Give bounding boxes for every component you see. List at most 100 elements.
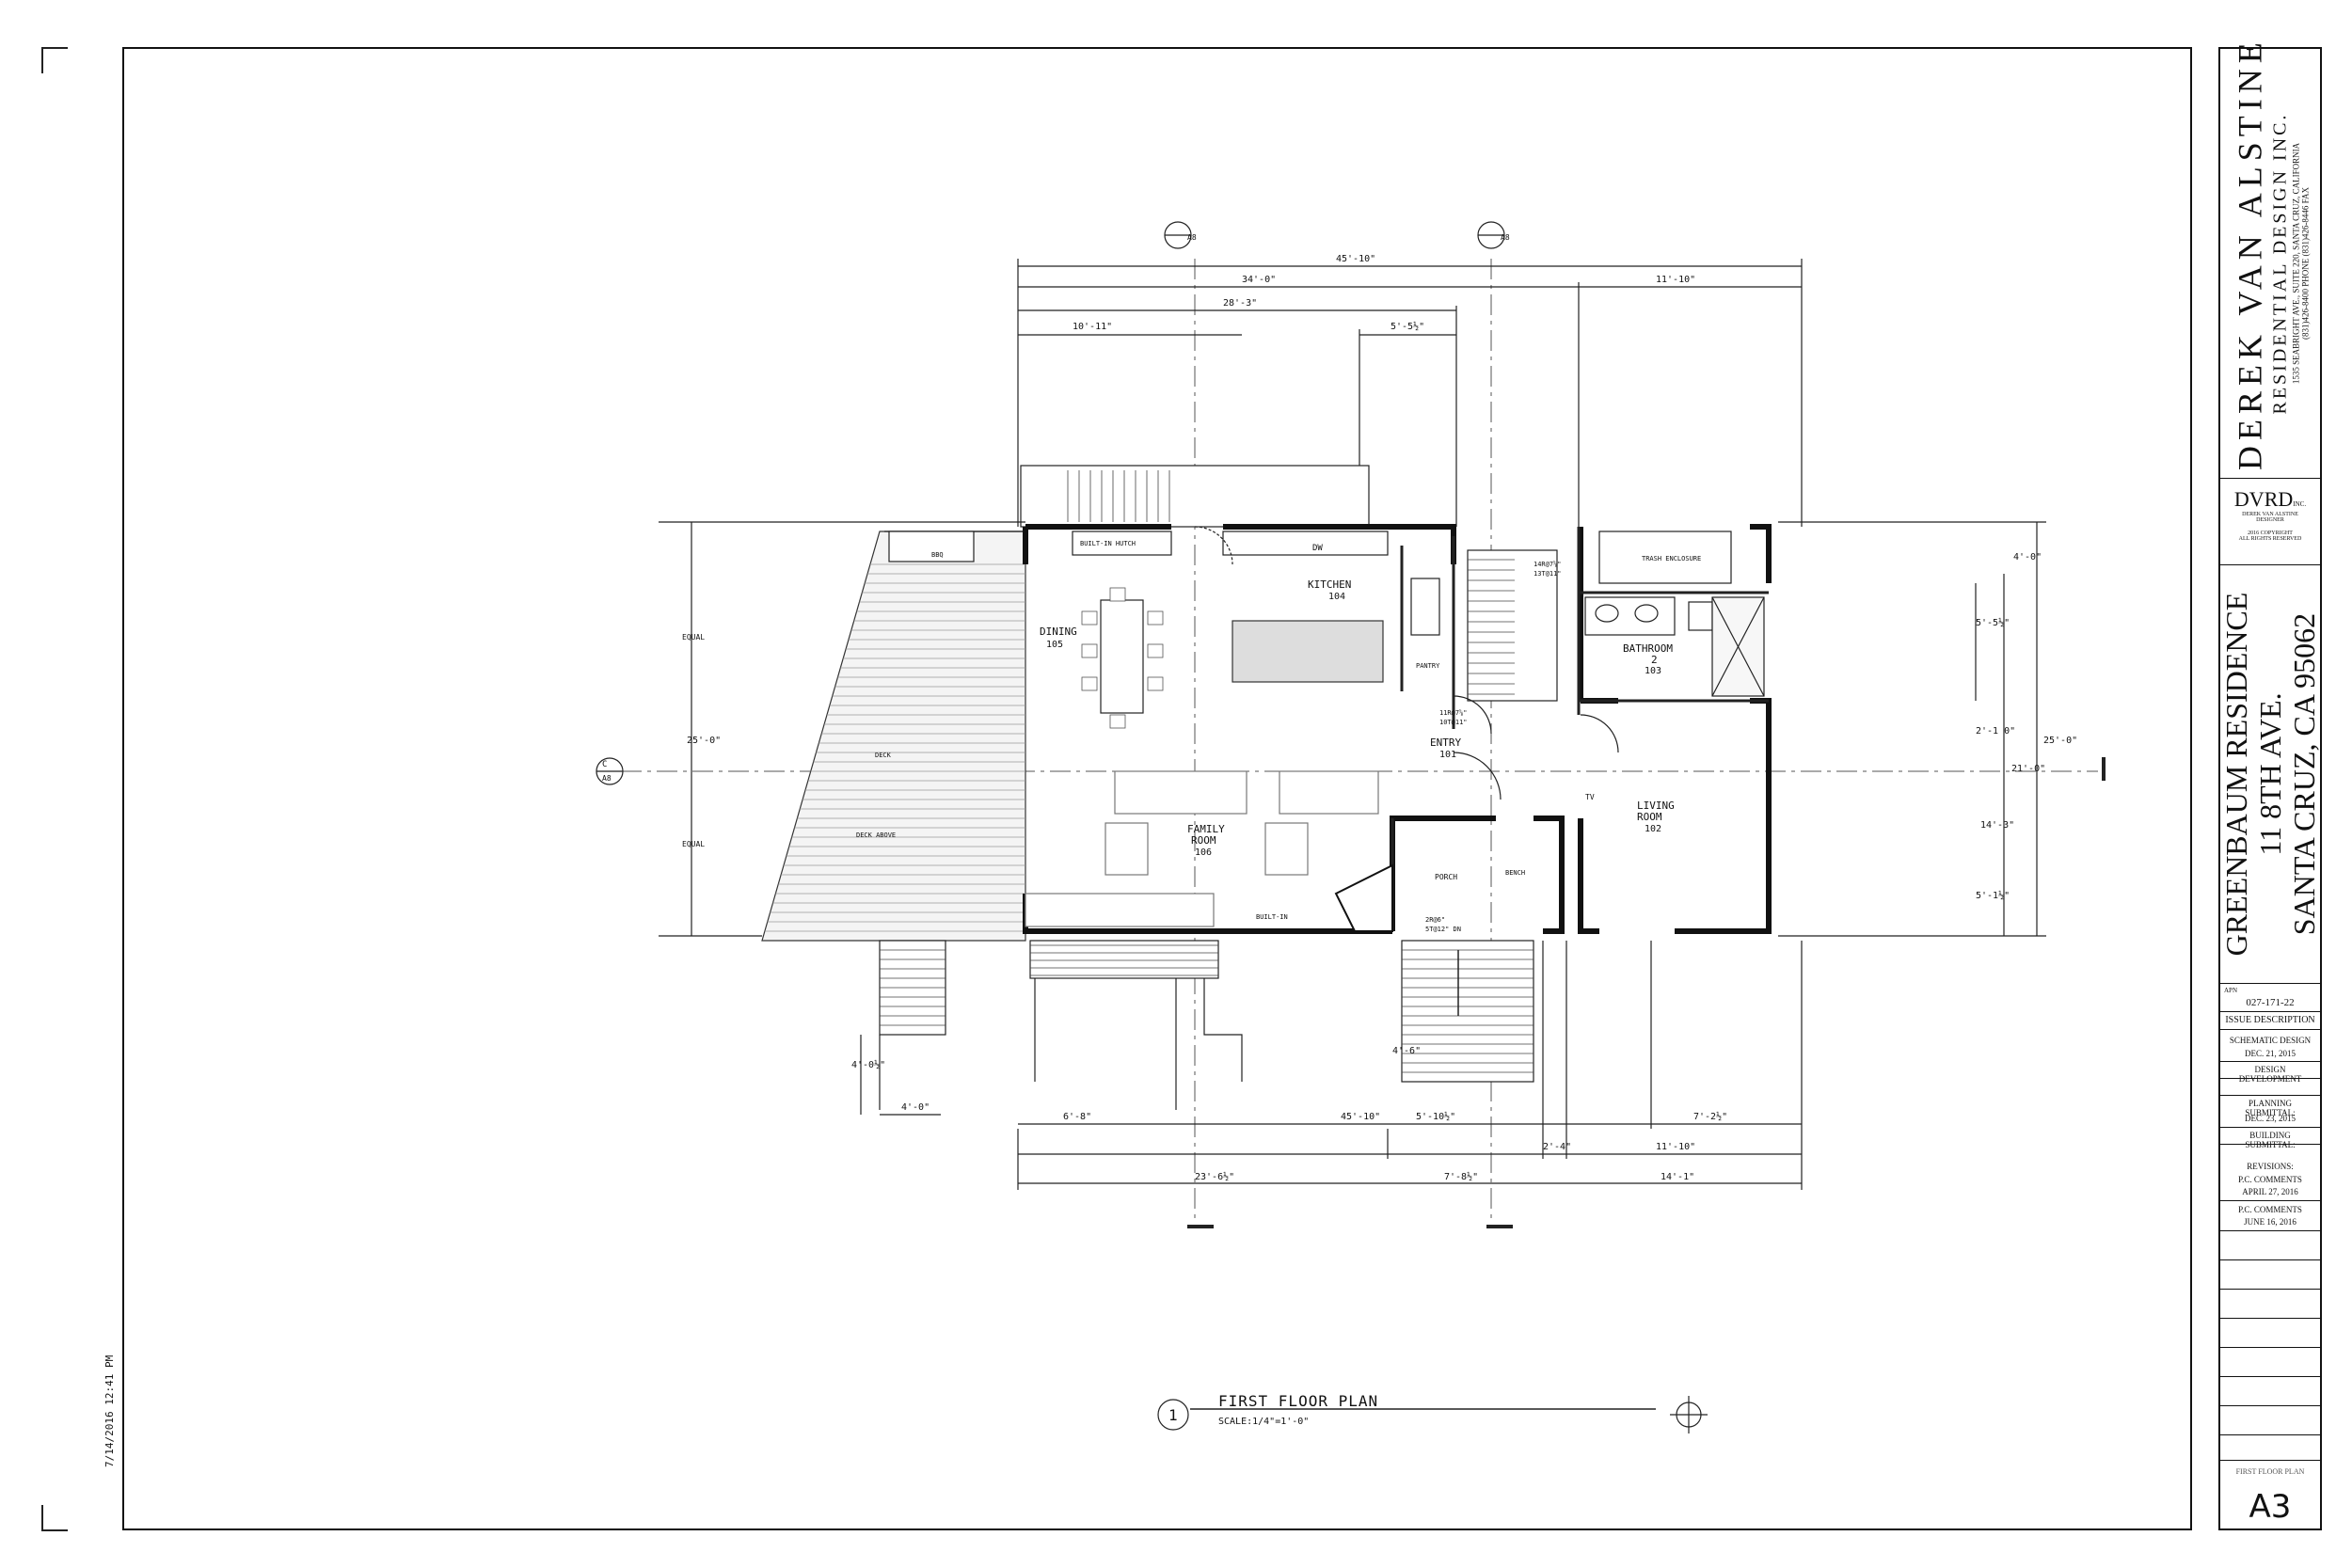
divider xyxy=(2220,1144,2320,1145)
room-entry-num: 101 xyxy=(1439,750,1456,760)
divider xyxy=(2220,1405,2320,1406)
dim-top-11-10: 11'-10" xyxy=(1656,275,1695,285)
drawing-scale: SCALE:1/4"=1'-0" xyxy=(1218,1417,1309,1427)
label-pantry: PANTRY xyxy=(1416,662,1440,670)
revision-1-date: APRIL 27, 2016 xyxy=(2242,1187,2298,1196)
crop-mark-bottom-left xyxy=(41,1505,68,1531)
floor-plan-drawing: A8 A8 C A8 45'-10" 34'-0" 11'-10" 28'-3"… xyxy=(596,221,2106,1433)
divider xyxy=(2220,1259,2320,1260)
dim-left-25: 25'-0" xyxy=(687,736,721,746)
label-stair-2b: 10T@11" xyxy=(1439,719,1468,726)
drawing-title: FIRST FLOOR PLAN xyxy=(1218,1392,1378,1410)
firm-phone: (831)426-8400 PHONE (831)426-8446 FAX xyxy=(2300,186,2311,341)
firm-address: 1535 SEABRIGHT AVE., SUITE 220, SANTA CR… xyxy=(2291,142,2301,385)
divider xyxy=(2220,1318,2320,1319)
apn-label: APN xyxy=(2224,987,2238,994)
label-stair-1b: 13T@11" xyxy=(1534,570,1562,578)
divider xyxy=(2220,1095,2320,1096)
label-stair-1: 14R@7⅝" xyxy=(1534,561,1562,568)
logo-role: DESIGNER xyxy=(2256,517,2284,523)
drawing-number-circle xyxy=(1157,1399,1189,1431)
label-equal-top: EQUAL xyxy=(682,633,705,641)
divider xyxy=(2220,1127,2320,1128)
title-block: DEREK VAN ALSTINE RESIDENTIAL DESIGN INC… xyxy=(2218,37,2322,1530)
label-dw: DW xyxy=(1312,544,1323,553)
apn-value: 027-171-22 xyxy=(2246,997,2295,1008)
dim-right-21: 21'-0" xyxy=(2011,764,2045,774)
label-stair-3b: 5T@12" DN xyxy=(1425,926,1461,933)
dim-right-5-5: 5'-5½" xyxy=(1976,617,2010,628)
room-dining-num: 105 xyxy=(1046,640,1063,650)
dim-bot-5-10: 5'-10½" xyxy=(1416,1111,1455,1122)
kitchen-island xyxy=(1232,620,1384,683)
label-porch: PORCH xyxy=(1435,873,1457,881)
label-builtin: BUILT-IN xyxy=(1256,913,1288,921)
label-bbq: BBQ xyxy=(931,551,944,559)
firm-name: DEREK VAN ALSTINE xyxy=(2231,37,2269,470)
label-trash-enclosure: TRASH ENCLOSURE xyxy=(1642,555,1701,562)
project-name: GREENBAUM RESIDENCE xyxy=(2219,592,2253,956)
label-deck-above: DECK ABOVE xyxy=(856,832,896,839)
room-living-2: ROOM xyxy=(1637,811,1662,823)
dim-bot-7-8: 7'-8½" xyxy=(1444,1171,1478,1182)
dim-top-34: 34'-0" xyxy=(1242,275,1276,285)
label-stair-3: 2R@6" xyxy=(1425,916,1445,924)
section-marker-ref: A8 xyxy=(1501,233,1510,242)
dim-left-4-0: 4'-0½" xyxy=(851,1059,885,1070)
dim-bot-11-10: 11'-10" xyxy=(1656,1142,1695,1152)
issue-header: ISSUE DESCRIPTION xyxy=(2225,1015,2315,1025)
room-kitchen: KITCHEN xyxy=(1308,578,1351,591)
dim-bot-23-6: 23'-6½" xyxy=(1195,1171,1234,1182)
room-kitchen-num: 104 xyxy=(1328,592,1345,602)
revision-1-title: P.C. COMMENTS xyxy=(2238,1175,2302,1184)
section-marker-ref: A8 xyxy=(602,774,612,783)
label-deck: DECK xyxy=(875,752,892,759)
label-stair-2: 11R@7⅝" xyxy=(1439,709,1468,717)
revisions-label: REVISIONS: xyxy=(2247,1162,2294,1171)
room-living-1: LIVING xyxy=(1637,800,1675,812)
divider xyxy=(2220,1460,2320,1461)
dim-top-5-5: 5'-5½" xyxy=(1391,321,1424,332)
logo-designer: DEREK VAN ALSTINE xyxy=(2242,512,2298,517)
dim-bot-14-1: 14'-1" xyxy=(1661,1172,1694,1182)
dim-top-overall: 45'-10" xyxy=(1336,254,1375,264)
divider xyxy=(2220,1289,2320,1290)
project-block: GREENBAUM RESIDENCE 11 8TH AVE. SANTA CR… xyxy=(2219,564,2321,984)
label-tv: TV xyxy=(1585,793,1595,801)
logo-block: DVRDINC. DEREK VAN ALSTINE DESIGNER 2016… xyxy=(2220,478,2320,565)
dim-right-14-3: 14'-3" xyxy=(1980,820,2014,831)
logo-copyright: 2016 COPYRIGHT xyxy=(2248,531,2293,536)
divider xyxy=(2220,1434,2320,1435)
divider xyxy=(2220,1230,2320,1231)
revision-2-date: JUNE 16, 2016 xyxy=(2244,1217,2296,1227)
label-equal-bottom: EQUAL xyxy=(682,840,705,848)
divider xyxy=(2220,1376,2320,1377)
divider xyxy=(2220,1011,2320,1012)
dim-top-28-3: 28'-3" xyxy=(1223,298,1257,309)
project-city: SANTA CRUZ, CA 95062 xyxy=(2287,612,2321,935)
logo-mark: DVRDINC. xyxy=(2233,487,2307,511)
logo-rights: ALL RIGHTS RESERVED xyxy=(2238,536,2302,542)
divider xyxy=(2220,1029,2320,1030)
room-entry: ENTRY xyxy=(1430,736,1461,749)
room-living-num: 102 xyxy=(1645,824,1661,834)
issue-3-title: PLANNING SUBMITTAL: xyxy=(2245,1099,2296,1117)
room-dining: DINING xyxy=(1040,626,1077,638)
firm-subtitle: RESIDENTIAL DESIGN INC. xyxy=(2269,112,2291,415)
label-bench: BENCH xyxy=(1505,869,1525,877)
issue-1-title: SCHEMATIC DESIGN xyxy=(2229,1036,2312,1045)
room-family-2: ROOM xyxy=(1191,834,1216,847)
room-family-1: FAMILY xyxy=(1187,823,1225,835)
crop-mark-top-left xyxy=(41,47,68,73)
dim-right-4-0: 4'-0" xyxy=(2013,552,2042,562)
divider xyxy=(2220,1200,2320,1201)
dim-right-25: 25'-0" xyxy=(2043,736,2077,746)
section-marker-letter: C xyxy=(602,760,607,769)
sheet-title: FIRST FLOOR PLAN xyxy=(2235,1467,2305,1476)
room-bathroom-num: 103 xyxy=(1645,666,1661,676)
revision-2-title: P.C. COMMENTS xyxy=(2238,1205,2302,1214)
dim-bot-7-2: 7'-2½" xyxy=(1693,1111,1727,1122)
dim-bot-4-0: 4'-0" xyxy=(901,1102,930,1113)
label-builtin-hutch: BUILT-IN HUTCH xyxy=(1080,540,1136,547)
issue-2-title: DESIGN DEVELOPMENT xyxy=(2238,1065,2302,1084)
